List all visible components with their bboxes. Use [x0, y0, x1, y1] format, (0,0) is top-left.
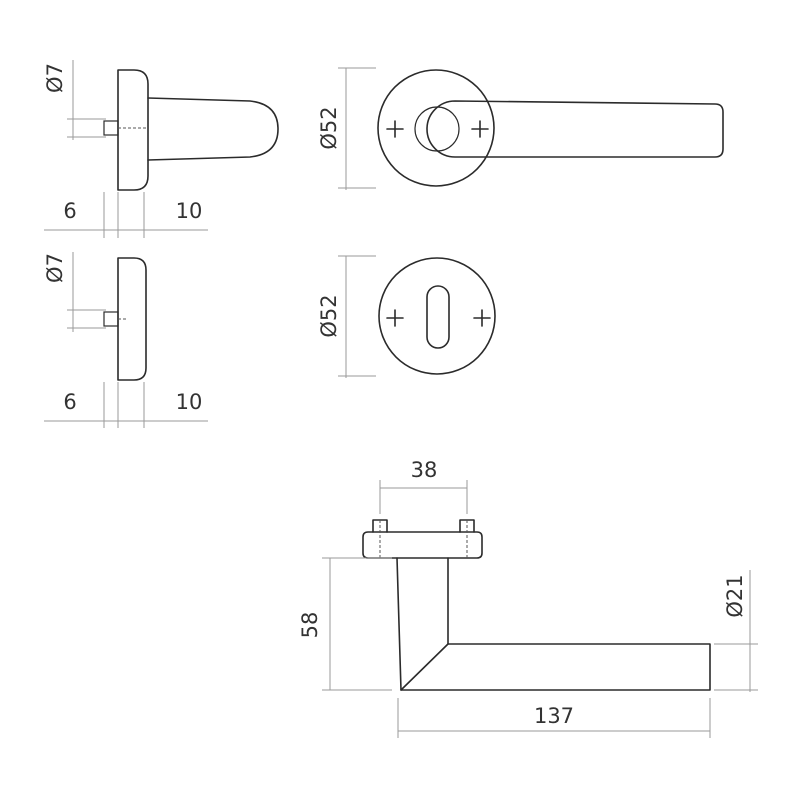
rose-front-view	[377, 69, 724, 187]
escutcheon-side-dimensions	[44, 252, 208, 428]
escutcheon-front-diameter-label: Ø52	[317, 294, 341, 337]
rose-side-depth-label: 10	[176, 199, 203, 223]
lever-length-label: 137	[534, 704, 574, 728]
escutcheon-front-view	[378, 257, 496, 375]
rose-front-dimensions	[338, 67, 376, 190]
lever-grip-diameter-label: Ø21	[723, 574, 747, 617]
lever-top-view	[362, 519, 711, 691]
rose-side-thickness-label: 6	[63, 199, 76, 223]
escutcheon-side-view	[103, 257, 147, 381]
rose-side-view	[103, 69, 279, 191]
escutcheon-front-dimensions	[338, 255, 376, 378]
lever-height-label: 58	[298, 612, 322, 639]
escutcheon-side-depth-label: 10	[176, 390, 203, 414]
rose-front-diameter-label: Ø52	[317, 106, 341, 149]
escutcheon-side-diameter-label: Ø7	[43, 253, 67, 283]
lever-spacing-label: 38	[411, 458, 438, 482]
escutcheon-side-thickness-label: 6	[63, 390, 76, 414]
lever-top-dimensions	[322, 480, 758, 738]
rose-side-diameter-label: Ø7	[43, 63, 67, 93]
rose-side-dimensions	[44, 60, 208, 238]
